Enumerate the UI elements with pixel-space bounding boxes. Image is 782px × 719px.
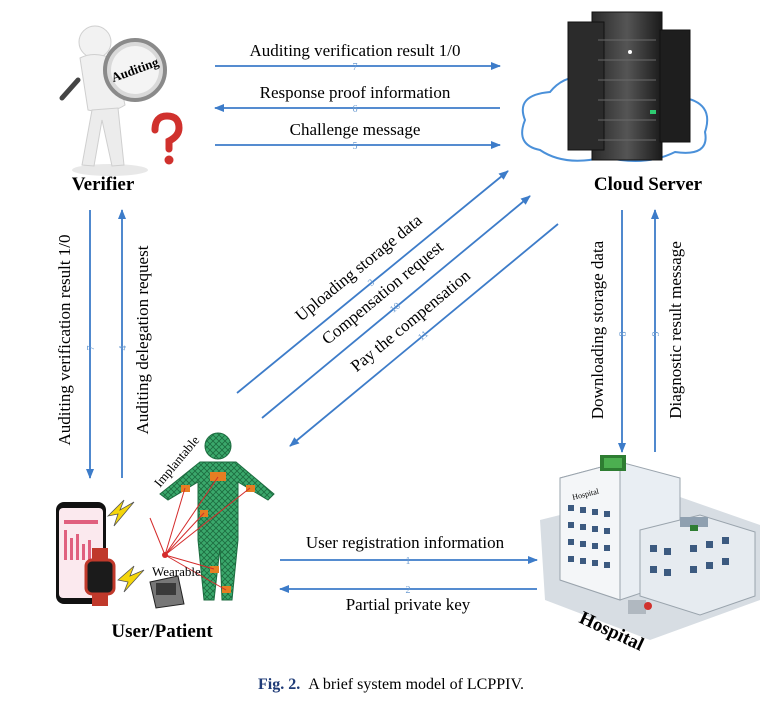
arrow-number: 8 [618, 332, 629, 337]
message-label: Auditing verification result 1/0 [55, 234, 74, 445]
arrow-2: 2 Partial private key [279, 585, 537, 614]
arrow-number: 3 [366, 277, 377, 289]
cloud-server-label: Cloud Server [594, 174, 703, 195]
message-label: Partial private key [346, 595, 471, 614]
system-model-diagram: Auditing Verifier Cloud Server 7 Auditin… [55, 11, 760, 656]
arrow-number: 5 [353, 141, 358, 152]
arrow-1: 1 User registration information [280, 533, 538, 567]
message-label: Downloading storage data [588, 240, 607, 419]
arrow-4: 4 Auditing delegation request [118, 209, 152, 478]
arrow-9: 9 Diagnostic result message [651, 209, 685, 452]
figure-number: Fig. 2. [258, 676, 301, 693]
arrow-7-left: 7 Auditing verification result 1/0 [55, 210, 97, 479]
arrow-6: 6 Response proof information [214, 83, 500, 115]
arrow-number: 7 [86, 346, 97, 351]
arrow-number: 2 [406, 585, 411, 596]
verifier-label: Verifier [72, 174, 135, 195]
arrow-number: 1 [406, 556, 411, 567]
arrow-number: 9 [651, 332, 662, 337]
smartwatch-icon [84, 548, 116, 606]
message-label: Pay the compensation [347, 266, 474, 376]
arrow-8: 8 Downloading storage data [588, 210, 629, 453]
arrow-5: 5 Challenge message [215, 120, 501, 152]
hospital-building-icon [540, 455, 760, 640]
question-mark-icon [151, 112, 183, 153]
message-label: Challenge message [290, 120, 421, 139]
message-label: Diagnostic result message [666, 241, 685, 419]
cloud-server-icon [521, 11, 709, 162]
arrow-number: 6 [353, 104, 358, 115]
message-label: Auditing delegation request [133, 245, 152, 434]
arrow-7-top: 7 Auditing verification result 1/0 [215, 41, 501, 73]
message-label: Response proof information [260, 83, 451, 102]
wearable-label: Wearable [152, 564, 201, 579]
lightning-icon [106, 499, 145, 593]
message-label: User registration information [306, 533, 505, 552]
message-label: Auditing verification result 1/0 [249, 41, 460, 60]
figure-caption: Fig. 2. A brief system model of LCPPIV. [0, 676, 782, 694]
arrow-number: 7 [353, 62, 358, 73]
figure-caption-text: A brief system model of LCPPIV. [308, 676, 524, 693]
verifier-figure-icon: Auditing [59, 25, 183, 176]
patient-body-icon [149, 432, 275, 601]
user-patient-label: User/Patient [111, 621, 213, 642]
wearable-device-icon [149, 575, 185, 609]
arrow-number: 4 [118, 346, 129, 351]
